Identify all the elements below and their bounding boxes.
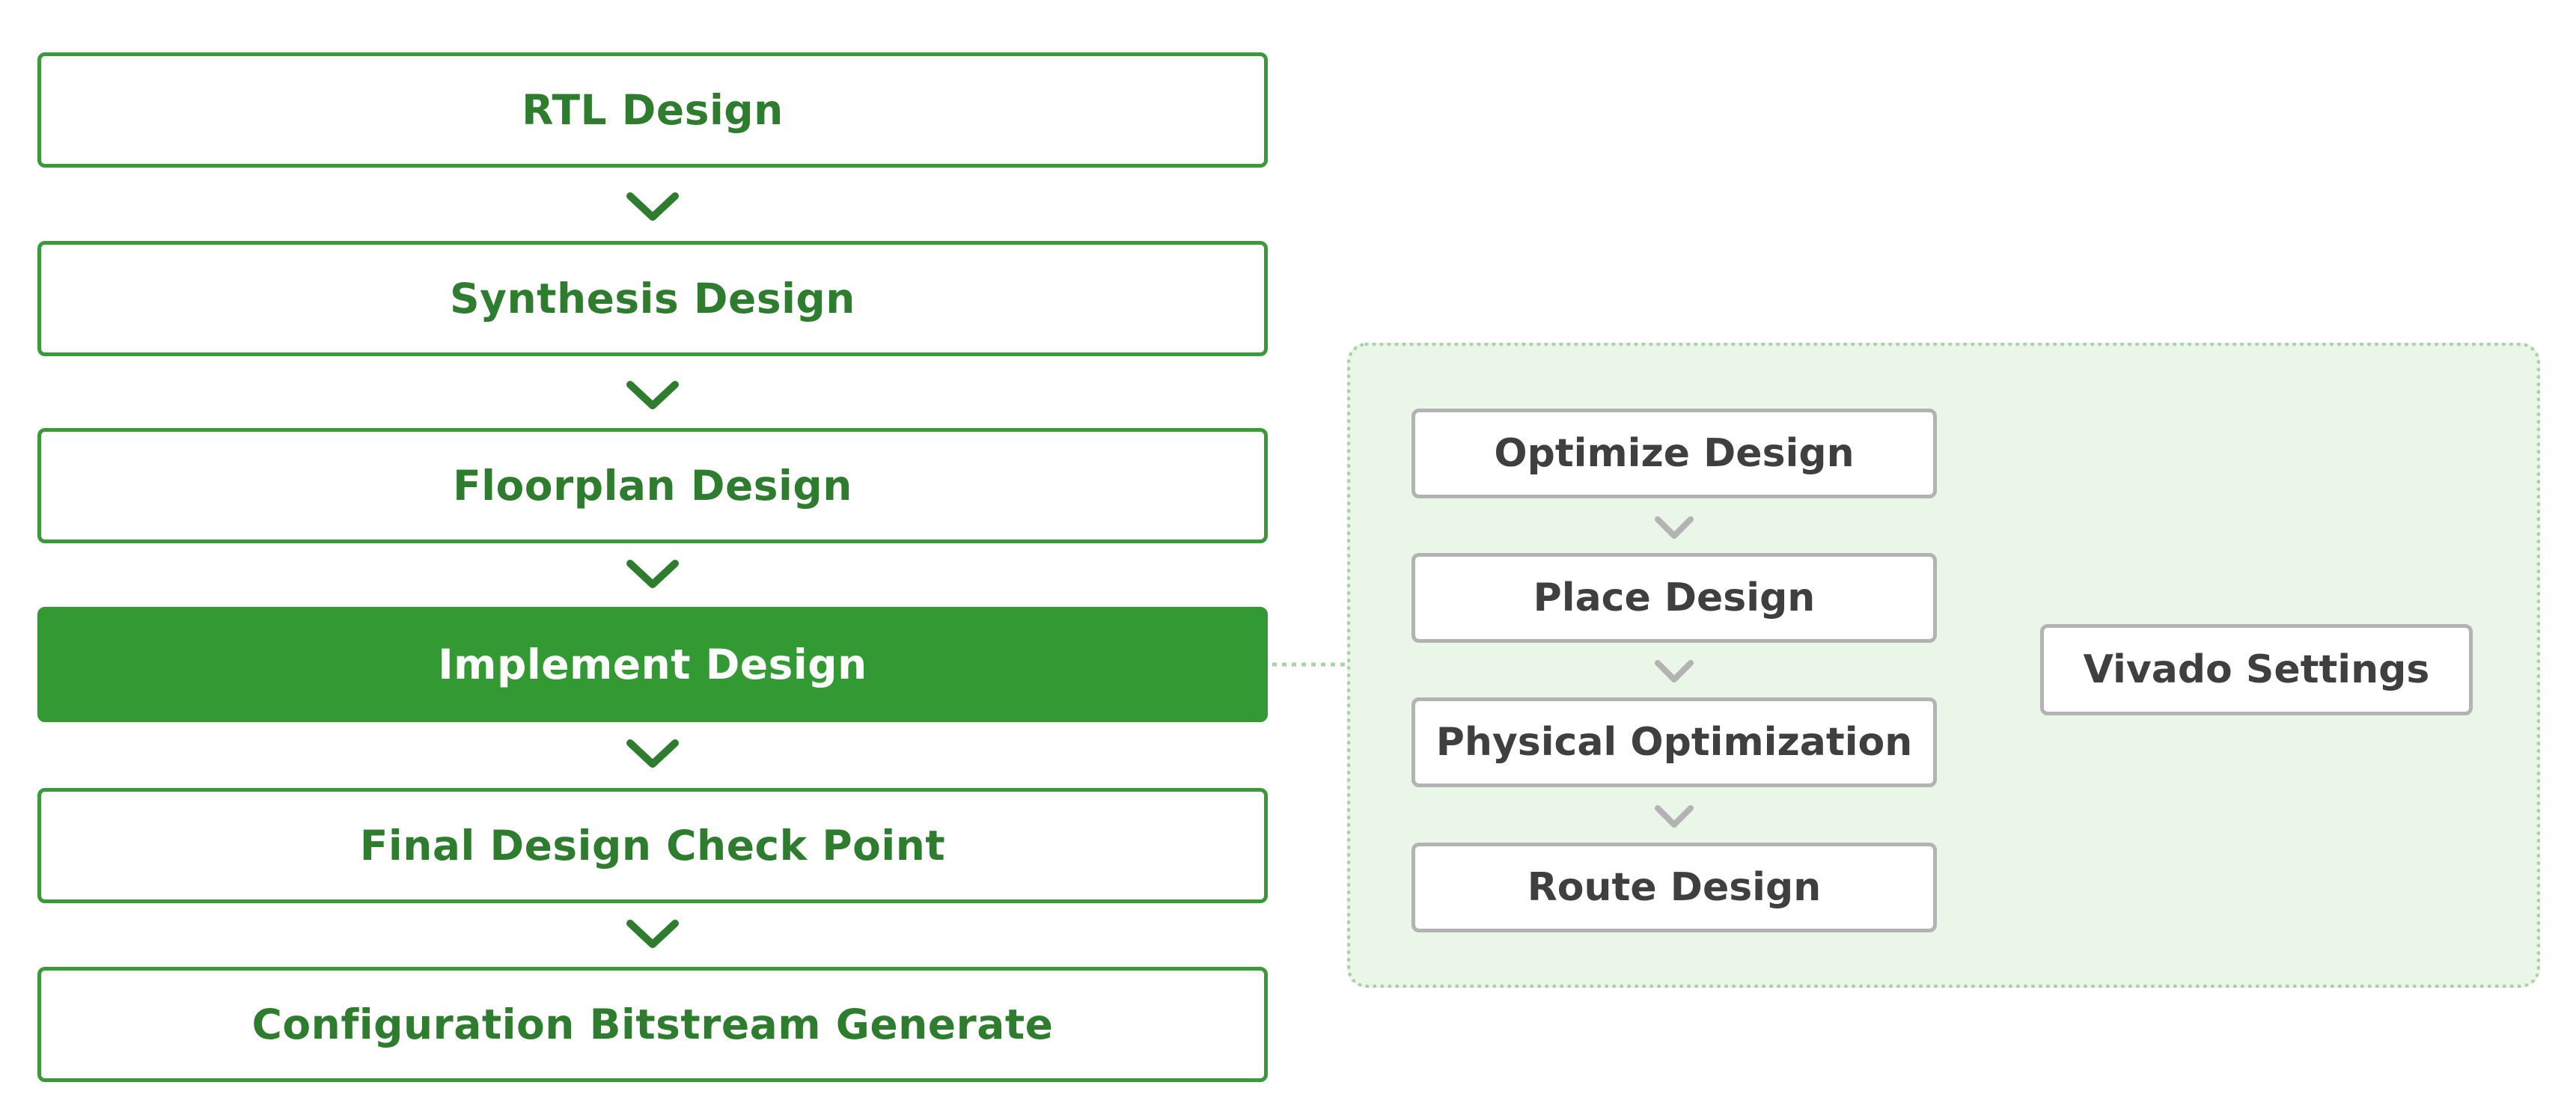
step-floorplan-design[interactable]: Floorplan Design: [37, 428, 1268, 543]
step-label: RTL Design: [522, 86, 784, 134]
step-rtl-design[interactable]: RTL Design: [37, 52, 1268, 168]
chevron-down-icon: [626, 920, 679, 948]
chevron-down-icon: [626, 739, 679, 768]
chevron-down-icon: [1655, 516, 1694, 539]
substep-label: Place Design: [1533, 575, 1816, 620]
substep-route-design[interactable]: Route Design: [1411, 843, 1937, 932]
chevron-down-icon: [1655, 805, 1694, 828]
substep-physical-optimization[interactable]: Physical Optimization: [1411, 697, 1937, 787]
substep-label: Optimize Design: [1494, 431, 1855, 476]
step-configuration-bitstream-generate[interactable]: Configuration Bitstream Generate: [37, 967, 1268, 1082]
substep-label: Physical Optimization: [1435, 720, 1913, 765]
step-label: Final Design Check Point: [359, 822, 946, 870]
vivado-settings-label: Vivado Settings: [2083, 647, 2430, 692]
step-implement-design[interactable]: Implement Design: [37, 607, 1268, 722]
vivado-settings-box[interactable]: Vivado Settings: [2040, 624, 2473, 715]
step-label: Configuration Bitstream Generate: [251, 1000, 1054, 1048]
chevron-down-icon: [626, 560, 679, 588]
substep-label: Route Design: [1527, 865, 1822, 910]
step-final-design-check-point[interactable]: Final Design Check Point: [37, 788, 1268, 903]
step-label: Implement Design: [438, 641, 867, 688]
step-label: Floorplan Design: [453, 462, 852, 510]
chevron-down-icon: [626, 381, 679, 409]
step-label: Synthesis Design: [450, 275, 855, 323]
chevron-down-icon: [626, 192, 679, 221]
chevron-down-icon: [1655, 660, 1694, 682]
step-synthesis-design[interactable]: Synthesis Design: [37, 241, 1268, 356]
substep-optimize-design[interactable]: Optimize Design: [1411, 409, 1937, 498]
substep-place-design[interactable]: Place Design: [1411, 553, 1937, 643]
